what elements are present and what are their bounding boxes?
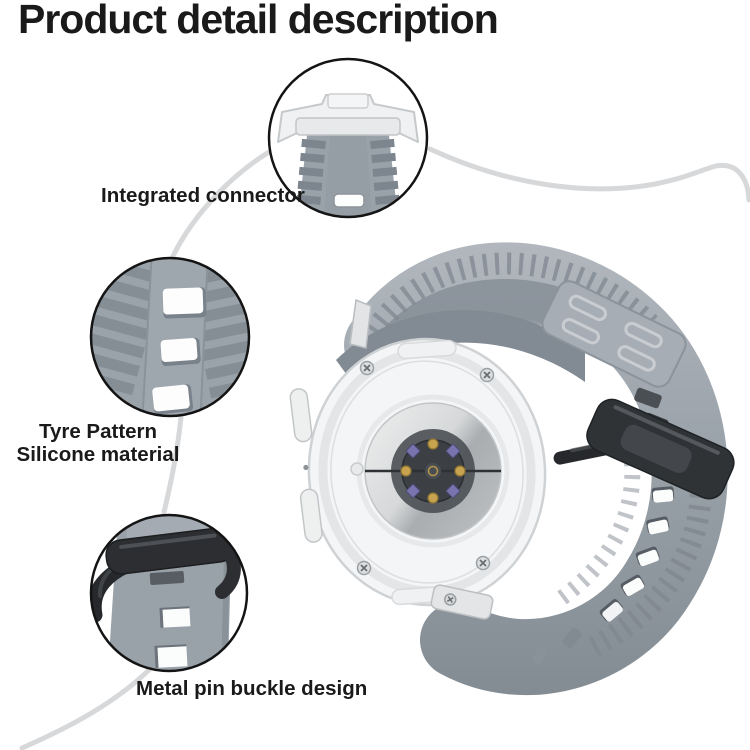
sensor-purple-windows (405, 443, 461, 499)
upper-button (289, 388, 313, 443)
swoosh-tyre-to-buckle (161, 414, 184, 515)
band-buckle (553, 398, 735, 500)
bottom-connector-lug (430, 584, 494, 620)
callout-circle-connector (267, 57, 429, 219)
swoosh-connector-to-tyre (170, 149, 272, 259)
swoosh-top-right (427, 146, 750, 203)
sensor-gold-contacts (400, 438, 466, 504)
band-tread-bottom-outer (583, 468, 712, 660)
label-tyre-line1: Tyre Pattern (38, 420, 158, 443)
mic-hole (303, 464, 309, 471)
band-adjustment-holes (531, 387, 675, 665)
label-metal-pin-buckle: Metal pin buckle design (136, 677, 368, 700)
tyre-holes (152, 287, 207, 415)
top-connector-lug (349, 298, 372, 349)
callout-circle-tyre-pattern (89, 256, 251, 418)
buckle-closeup-holes (154, 606, 191, 668)
case-alignment-dot (350, 462, 364, 476)
label-tyre-line2: Silicone material (16, 443, 180, 466)
closeup-strap-slot (333, 193, 365, 208)
decorative-swoosh-lines (19, 146, 750, 750)
label-tyre-pattern: Tyre Pattern Silicone material (12, 420, 184, 466)
band-keeper-loop (541, 280, 687, 388)
page-title: Product detail description (18, 0, 499, 42)
band-tread-bottom-inner (551, 461, 641, 609)
swoosh-bottom-left (19, 666, 153, 750)
case-top-tab (397, 339, 457, 360)
sensor-assembly (350, 394, 510, 548)
label-integrated-connector: Integrated connector (101, 184, 305, 207)
closeup-integrated-connector (277, 93, 419, 143)
band-underside-wedge (336, 310, 585, 382)
side-buttons (289, 388, 323, 543)
sensor-center-emblem (425, 463, 441, 479)
lower-button (299, 488, 323, 543)
tyre-ridges-right (181, 258, 249, 410)
watch-band (336, 242, 735, 696)
case-screws (356, 360, 495, 576)
callout-circle-buckle (89, 513, 249, 673)
watch-back (289, 298, 547, 620)
